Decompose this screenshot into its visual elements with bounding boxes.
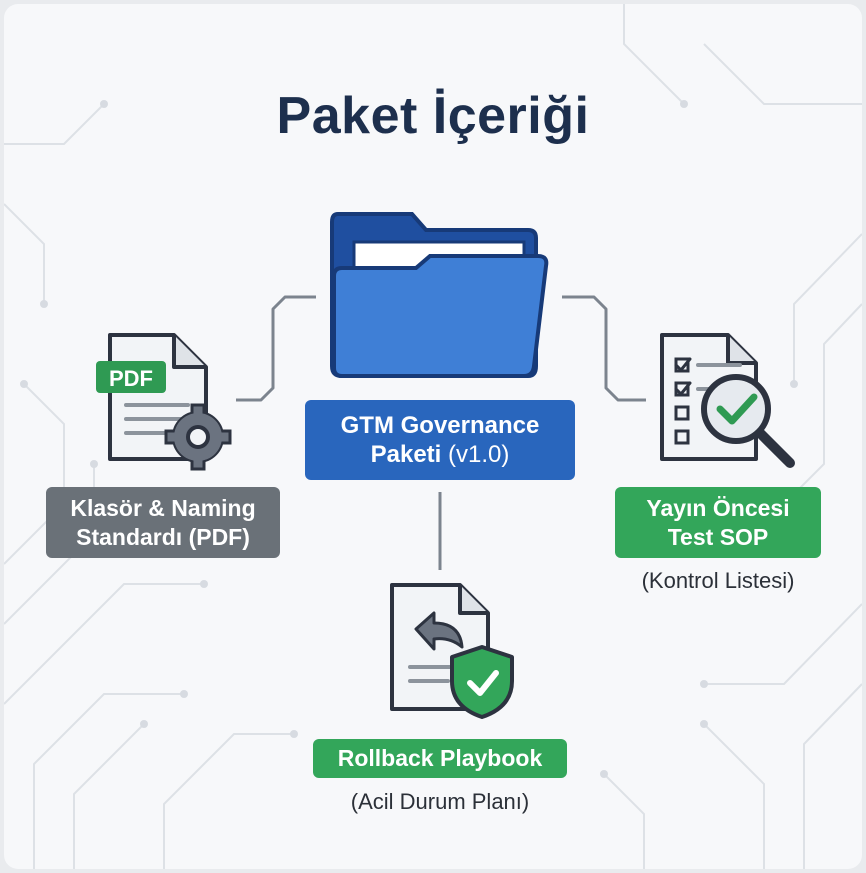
- right-label-line1: Yayın Öncesi: [646, 495, 790, 522]
- left-label-line1: Klasör & Naming: [70, 495, 256, 522]
- center-label-line2: Paketi (v1.0): [370, 441, 510, 468]
- circuit-background: [4, 4, 862, 869]
- connector-left: [236, 295, 316, 402]
- center-label-line1: GTM Governance: [340, 411, 540, 439]
- left-naming-label: Klasör & Naming Standardı (PDF): [46, 487, 280, 558]
- right-label-line2: Test SOP: [667, 523, 769, 550]
- document-undo-shield-icon: [390, 583, 514, 719]
- bottom-sub-label: (Acil Durum Planı): [350, 789, 530, 814]
- left-label-line2: Standardı (PDF): [76, 523, 250, 550]
- connector-right: [562, 295, 646, 402]
- bottom-rollback-label: Rollback Playbook: [313, 739, 567, 778]
- right-test-sop-label: Yayın Öncesi Test SOP: [615, 487, 821, 558]
- pdf-document-gear-icon: [96, 333, 232, 471]
- page-title: Paket İçeriği: [276, 87, 590, 145]
- checklist-magnifier-icon: [660, 333, 795, 468]
- pdf-badge: PDF: [109, 366, 153, 391]
- right-sub-label: (Kontrol Listesi): [641, 568, 795, 593]
- folder-icon: [330, 212, 549, 378]
- center-package-label: GTM Governance Paketi (v1.0): [305, 400, 575, 480]
